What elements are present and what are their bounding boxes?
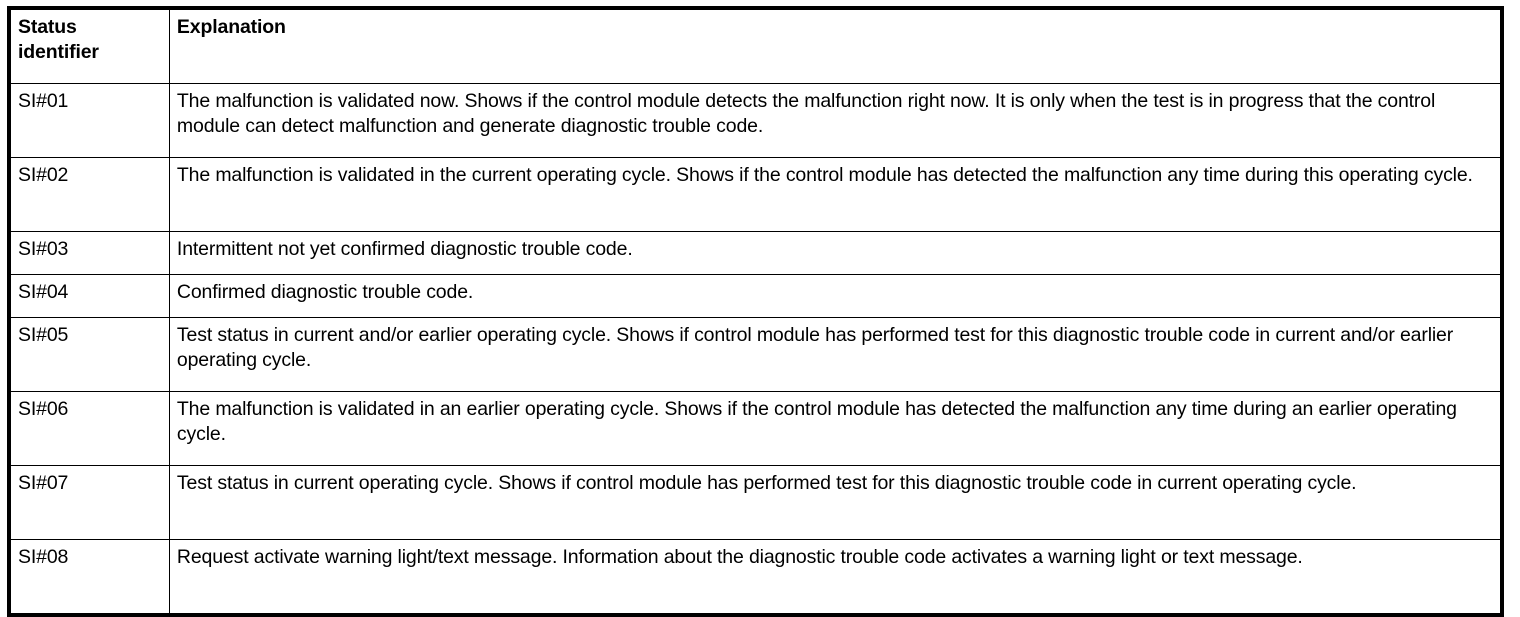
explanation-text: Confirmed diagnostic trouble code.	[176, 281, 474, 303]
cell-explanation: Confirmed diagnostic trouble code.	[168, 274, 1503, 318]
cell-explanation: Intermittent not yet confirmed diagnosti…	[168, 231, 1503, 275]
page-root: Status identifier Explanation SI#01 The …	[7, 6, 1504, 617]
explanation-text: Intermittent not yet confirmed diagnosti…	[176, 238, 633, 260]
table-row: SI#08 Request activate warning light/tex…	[8, 539, 1503, 616]
cell-status-identifier: SI#07	[8, 465, 170, 540]
table-row: SI#02 The malfunction is validated in th…	[8, 157, 1503, 232]
table-row: SI#03 Intermittent not yet confirmed dia…	[8, 231, 1503, 275]
explanation-text: The malfunction is validated in the curr…	[176, 164, 1473, 186]
status-identifier-table-container: Status identifier Explanation SI#01 The …	[7, 6, 1504, 617]
explanation-text: Test status in current and/or earlier op…	[176, 324, 1454, 372]
cell-explanation: The malfunction is validated in an earli…	[168, 391, 1503, 466]
table-row: SI#01 The malfunction is validated now. …	[8, 83, 1503, 158]
table-row: SI#05 Test status in current and/or earl…	[8, 317, 1503, 392]
cell-status-identifier: SI#04	[8, 274, 170, 318]
cell-status-identifier: SI#01	[8, 83, 170, 158]
explanation-text: Test status in current operating cycle. …	[176, 472, 1357, 494]
table-row: SI#04 Confirmed diagnostic trouble code.	[8, 274, 1503, 318]
cell-status-identifier: SI#05	[8, 317, 170, 392]
table-body: SI#01 The malfunction is validated now. …	[8, 83, 1503, 616]
table-row: SI#07 Test status in current operating c…	[8, 465, 1503, 540]
cell-status-identifier: SI#06	[8, 391, 170, 466]
explanation-text: The malfunction is validated in an earli…	[176, 398, 1457, 446]
cell-explanation: The malfunction is validated in the curr…	[168, 157, 1503, 232]
table-row: SI#06 The malfunction is validated in an…	[8, 391, 1503, 466]
table-header-row: Status identifier Explanation	[8, 7, 1503, 84]
column-header-explanation: Explanation	[168, 7, 1503, 84]
column-header-status-identifier: Status identifier	[8, 7, 170, 84]
explanation-text: Request activate warning light/text mess…	[176, 546, 1303, 568]
cell-status-identifier: SI#08	[8, 539, 170, 616]
table-header: Status identifier Explanation	[8, 7, 1503, 84]
cell-explanation: The malfunction is validated now. Shows …	[168, 83, 1503, 158]
status-identifier-table: Status identifier Explanation SI#01 The …	[7, 6, 1504, 617]
explanation-text: The malfunction is validated now. Shows …	[176, 90, 1436, 138]
cell-explanation: Test status in current and/or earlier op…	[168, 317, 1503, 392]
cell-explanation: Test status in current operating cycle. …	[168, 465, 1503, 540]
cell-explanation: Request activate warning light/text mess…	[168, 539, 1503, 616]
cell-status-identifier: SI#02	[8, 157, 170, 232]
cell-status-identifier: SI#03	[8, 231, 170, 275]
